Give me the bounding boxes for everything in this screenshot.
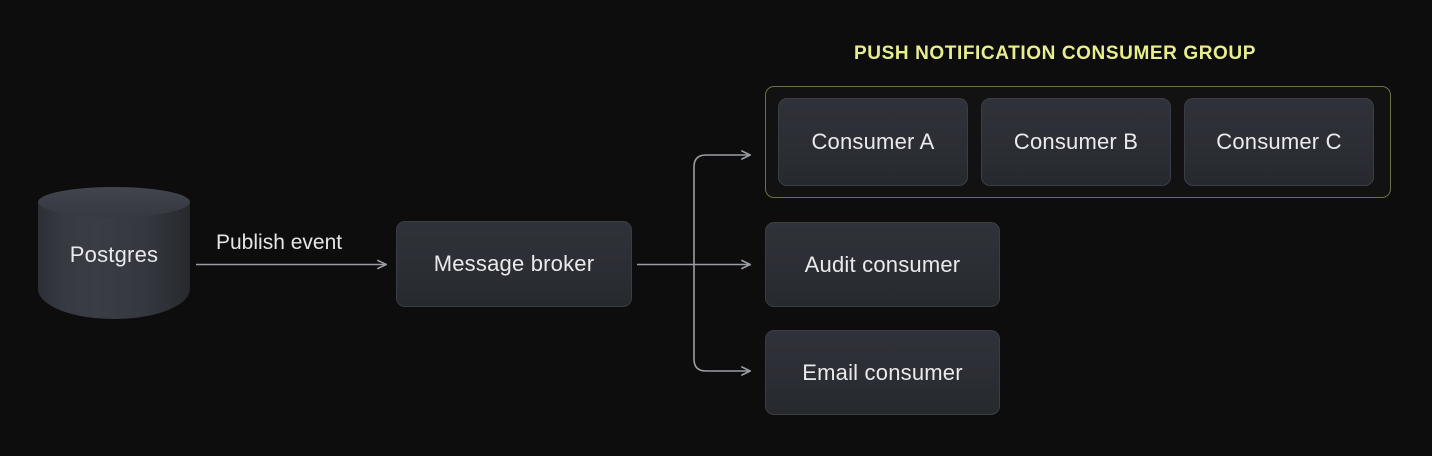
node-consumer-c[interactable]: Consumer C [1184, 98, 1374, 186]
node-postgres[interactable]: Postgres [38, 187, 190, 332]
node-email-consumer[interactable]: Email consumer [765, 330, 1000, 415]
node-message-broker[interactable]: Message broker [396, 221, 632, 307]
consumer-group-title: PUSH NOTIFICATION CONSUMER GROUP [854, 43, 1257, 64]
cylinder-body [38, 202, 190, 319]
node-consumer-b[interactable]: Consumer B [981, 98, 1171, 186]
node-audit-consumer[interactable]: Audit consumer [765, 222, 1000, 307]
edge-broker-to-email [693, 264, 752, 376]
cylinder-top-ellipse [38, 187, 190, 217]
edge-label-publish-event: Publish event [216, 231, 343, 254]
edge-broker-to-consumer-group [693, 150, 752, 265]
node-consumer-a[interactable]: Consumer A [778, 98, 968, 186]
consumer-group-items: Consumer A Consumer B Consumer C [778, 98, 1378, 186]
node-postgres-label: Postgres [69, 242, 159, 267]
